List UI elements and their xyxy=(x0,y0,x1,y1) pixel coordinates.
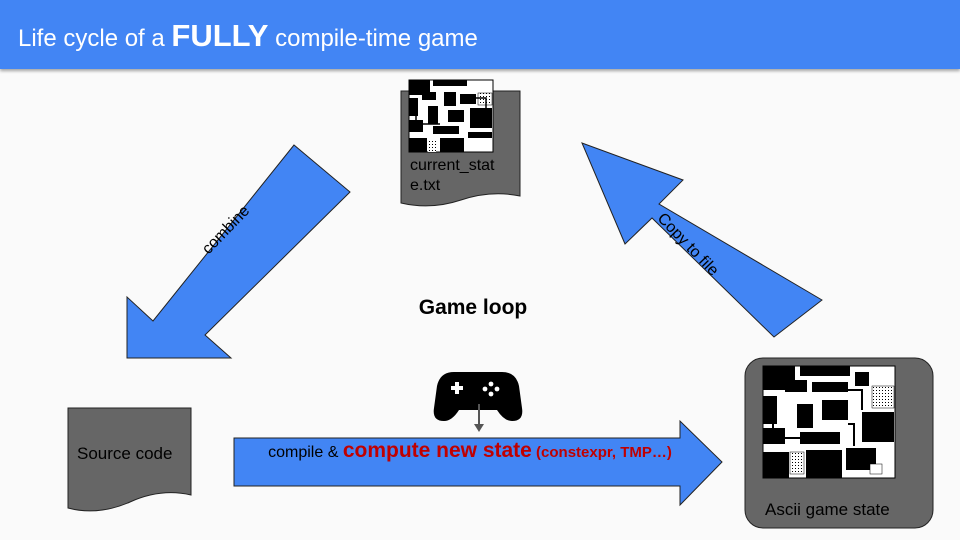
combine-arrow xyxy=(126,144,351,359)
ascii-state-label: Ascii game state xyxy=(765,500,890,519)
game-state-ascii-art xyxy=(762,365,896,479)
title-emphasis: FULLY xyxy=(171,18,269,53)
source-code-label: Source code xyxy=(77,444,173,463)
title-suffix: compile-time game xyxy=(268,25,478,52)
title-prefix: Life cycle of a xyxy=(18,25,172,52)
gamepad-icon xyxy=(433,372,523,432)
copy-to-file-arrow xyxy=(581,142,823,338)
compile-arrow xyxy=(233,419,723,507)
state-file-label: current_state.txt xyxy=(410,157,495,194)
source-code-document xyxy=(67,407,192,512)
slide-title: Life cycle of a FULLY compile-time game xyxy=(18,18,478,54)
compile-prefix: compile & xyxy=(268,444,343,461)
state-file-ascii-art xyxy=(408,79,494,153)
game-loop-label: Game loop xyxy=(418,296,528,319)
compile-highlight: compute new state xyxy=(342,439,532,462)
slide-header: Life cycle of a FULLY compile-time game xyxy=(0,0,960,69)
compile-arrow-label: compile & compute new state (constexpr, … xyxy=(240,440,700,464)
compile-detail: (constexpr, TMP…) xyxy=(531,444,672,461)
